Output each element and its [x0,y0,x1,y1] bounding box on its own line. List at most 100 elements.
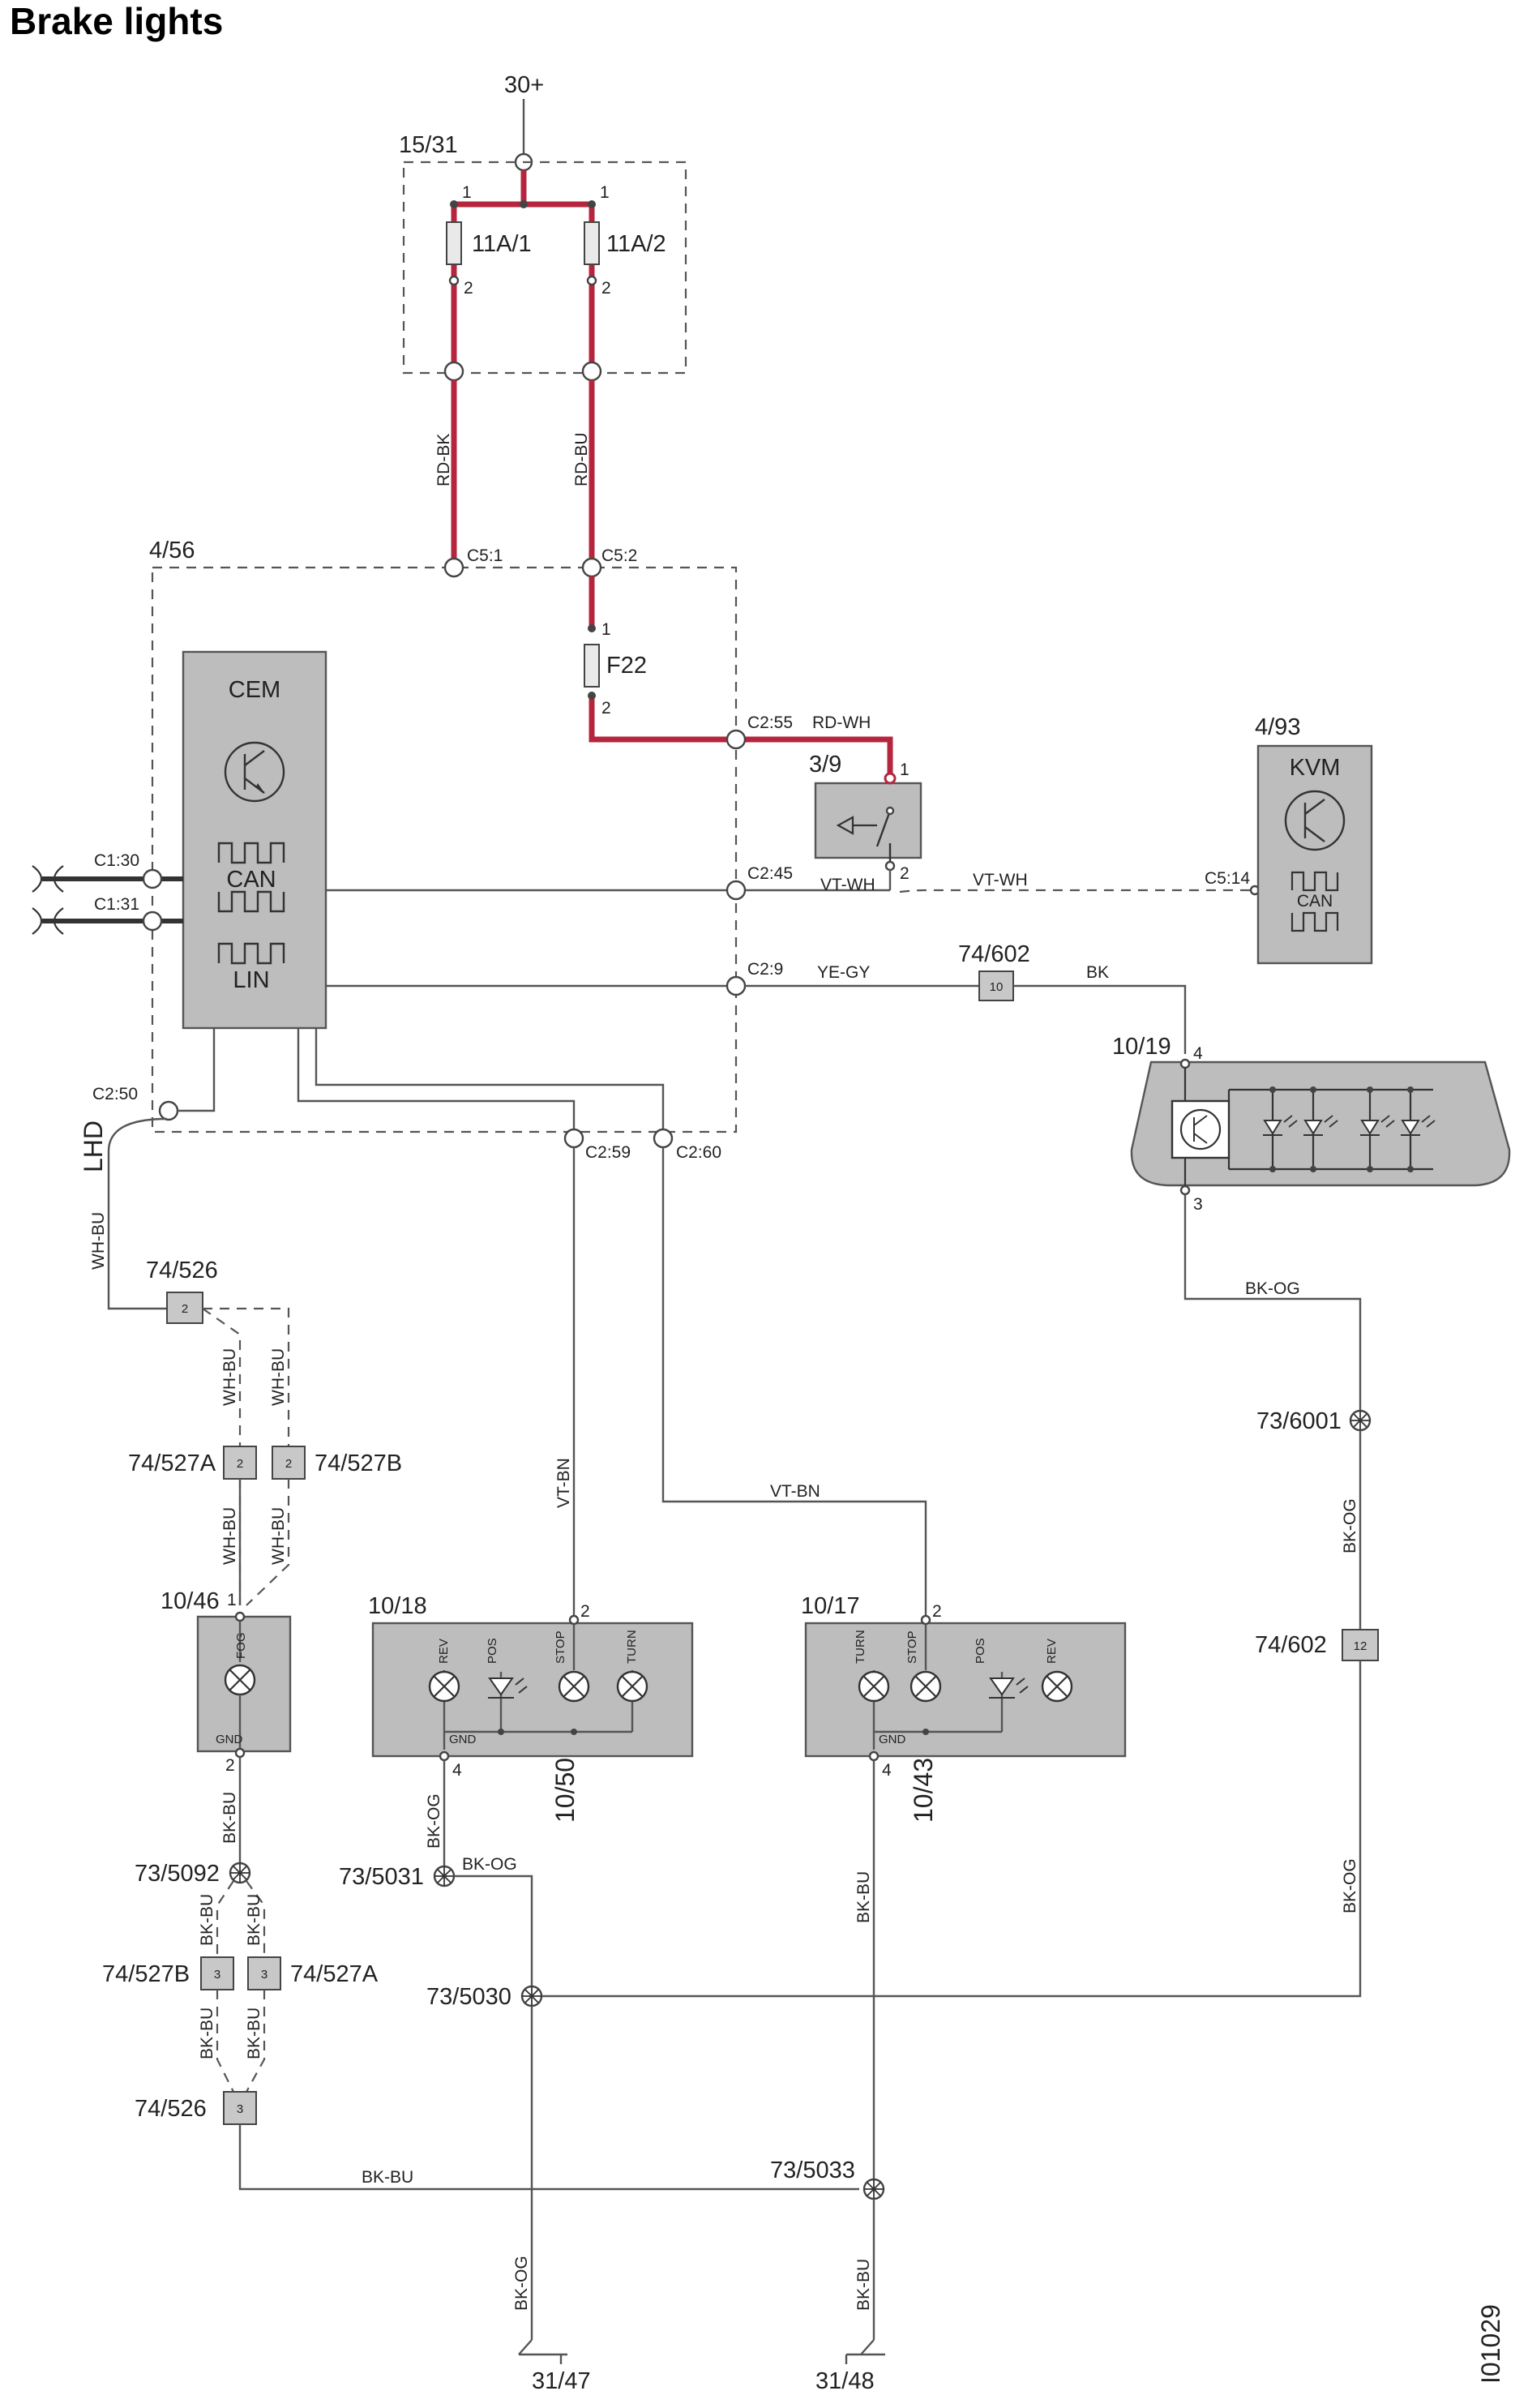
svg-text:POS: POS [974,1638,987,1664]
svg-text:2: 2 [182,1302,188,1316]
fuse-f22-label: F22 [606,653,647,679]
svg-text:1: 1 [462,183,472,202]
cem-can-label: CAN [226,867,276,893]
rear-lamp-left-id: 10/18 [368,1593,427,1619]
svg-text:C5:14: C5:14 [1205,869,1250,888]
can-twisted-pair-icon [32,865,64,935]
rear-fog-gnd: GND [216,1733,243,1746]
transistor-icon [224,741,285,803]
connector-74-527a-label: 74/527A [128,1450,216,1476]
can-signal-icon [217,842,285,864]
rear-lamp-right-alt-id: 10/43 [909,1758,938,1823]
svg-text:1: 1 [601,620,611,639]
brake-switch-id: 3/9 [809,752,841,778]
svg-text:C2:45: C2:45 [747,864,793,883]
svg-text:C2:60: C2:60 [676,1143,721,1162]
svg-text:TURN: TURN [625,1630,639,1664]
svg-text:C1:31: C1:31 [94,895,139,914]
wire-rd-bu: RD-BU [572,433,591,487]
brake-switch-box [814,782,922,859]
ground-31-47: 31/47 [532,2368,591,2394]
svg-text:C1:30: C1:30 [94,851,139,870]
wire-bk: BK [1086,963,1109,982]
wire-bk-bu-2: BK-BU [198,1894,216,1946]
svg-text:C5:2: C5:2 [601,546,637,565]
wire-vt-bn-1: VT-BN [554,1458,573,1508]
svg-text:4: 4 [1193,1044,1203,1063]
ground-31-48: 31/48 [815,2368,875,2394]
cem-name: CEM [229,677,280,703]
svg-text:3: 3 [261,1968,268,1982]
connector-74-602-id: 74/602 [958,941,1030,967]
cem-box [182,650,327,1030]
wire-bk-bu-1: BK-BU [220,1792,239,1844]
wire-rd-wh: RD-WH [812,713,871,732]
kvm-can-icon [1290,871,1339,892]
figure-id: I01029 [1476,2304,1505,2384]
svg-text:REV: REV [437,1639,451,1664]
kvm-can-label: CAN [1297,892,1333,910]
svg-text:4: 4 [452,1761,462,1780]
kvm-id: 4/93 [1255,714,1300,740]
svg-text:1: 1 [227,1591,237,1609]
kvm-name: KVM [1290,755,1341,781]
svg-text:2: 2 [225,1756,235,1775]
wire-wh-bu-2: WH-BU [220,1348,239,1406]
wire-rd-bk: RD-BK [434,434,453,486]
supply-label: 30+ [504,72,544,98]
wire-bk-og-2: BK-OG [1341,1498,1359,1553]
svg-text:3: 3 [1193,1195,1203,1214]
connector-74-527b-label-2: 74/527B [102,1961,190,1987]
svg-text:12: 12 [1354,1639,1367,1653]
splice-73-5092-label: 73/5092 [135,1861,220,1887]
svg-text:GND: GND [879,1733,906,1746]
wire-wh-bu-4: WH-BU [220,1507,239,1565]
connector-74-602-pin12 [1342,1629,1379,1661]
wire-wh-bu-5: WH-BU [269,1507,288,1565]
wire-bk-og-3: BK-OG [1341,1858,1359,1913]
cem-module-id: 4/56 [149,538,195,563]
svg-text:2: 2 [464,279,473,298]
lin-signal-icon [217,942,285,965]
lhd-label: LHD [79,1120,108,1172]
splice-73-5030-label: 73/5030 [426,1984,511,2010]
wire-bk-bu-3: BK-BU [245,1894,263,1946]
wire-wh-bu-1: WH-BU [89,1212,108,1270]
svg-text:2: 2 [580,1602,590,1621]
wire-bk-bu-4: BK-BU [198,2007,216,2059]
position-led-icon [488,1677,528,1699]
splice-73-5033-label: 73/5033 [770,2157,855,2183]
svg-text:POS: POS [486,1638,499,1664]
connector-74-527b-pin2 [272,1446,306,1480]
switch-contact-icon [875,810,892,861]
high-stop-lamp-id: 10/19 [1112,1034,1171,1060]
rear-fog-label: FOG [234,1633,248,1660]
rear-lamp-right-id: 10/17 [801,1593,860,1619]
connector-74-527a-pin3 [247,1956,281,1990]
svg-text:1: 1 [900,761,910,779]
wire-bk-bu-5: BK-BU [245,2007,263,2059]
wire-bk-bu-8: BK-BU [854,2259,873,2311]
wire-bk-og-1: BK-OG [1245,1279,1300,1298]
switch-actuator-icon [836,816,877,835]
wire-bk-og-6: BK-OG [512,2256,531,2311]
connector-74-527b-label: 74/527B [315,1450,402,1476]
wire-bk-bu-7: BK-BU [854,1871,873,1923]
svg-text:4: 4 [882,1761,892,1780]
connector-74-527a-label-2: 74/527A [290,1961,379,1987]
wire-vt-bn-2: VT-BN [770,1482,820,1501]
splice-73-5031-label: 73/5031 [339,1864,424,1890]
connector-74-526-id: 74/526 [146,1258,218,1283]
svg-text:REV: REV [1045,1639,1059,1664]
svg-text:3: 3 [214,1968,220,1982]
svg-text:STOP: STOP [905,1630,919,1664]
connector-74-526-label-2: 74/526 [135,2096,207,2122]
svg-text:2: 2 [601,279,611,298]
svg-text:TURN: TURN [854,1630,867,1664]
connector-74-526-pin2 [166,1292,203,1324]
diagram-title: Brake lights [10,0,223,42]
wire-bk-bu-6: BK-BU [362,2168,413,2187]
wire-vt-wh-2: VT-WH [973,871,1028,889]
connector-74-602-b-label: 74/602 [1255,1632,1327,1658]
